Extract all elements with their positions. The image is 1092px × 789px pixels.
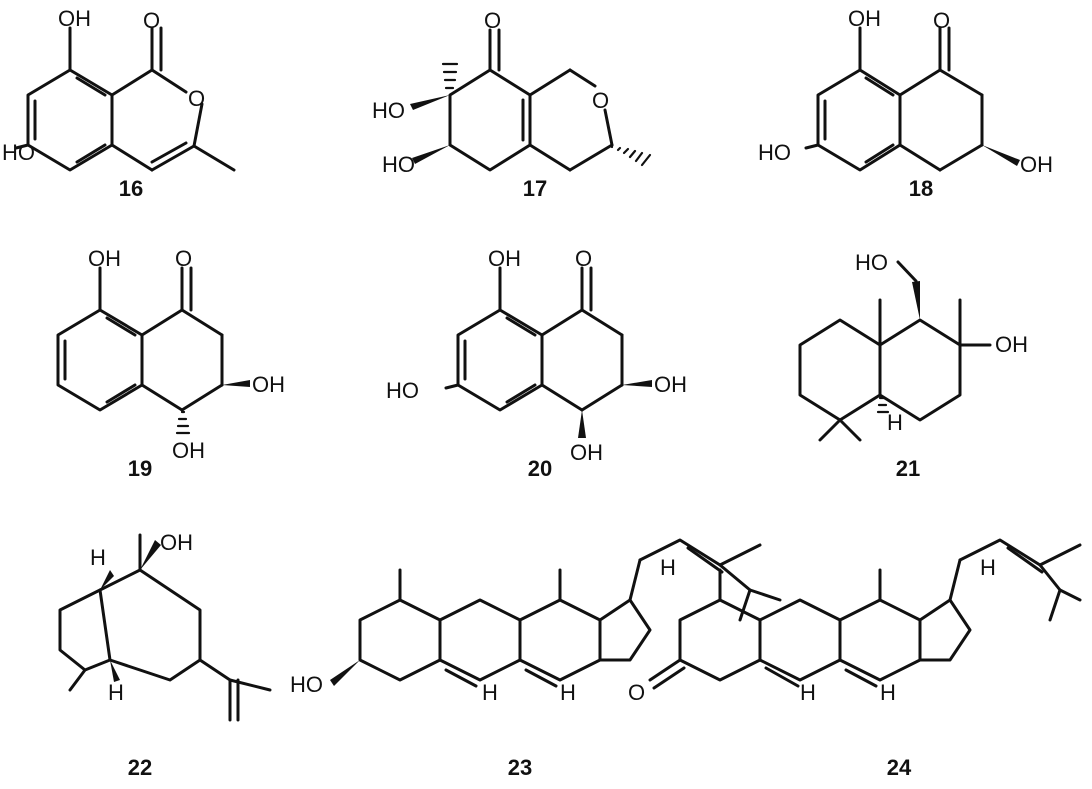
- hydroxyl-label: OH: [88, 246, 121, 271]
- oxygen-label: O: [933, 8, 950, 33]
- oxygen-label: O: [592, 88, 609, 113]
- structure-21: HO OH H 21: [798, 250, 1028, 481]
- hydroxyl-label: HO: [2, 140, 35, 165]
- compound-id-18: 18: [909, 176, 933, 201]
- hydroxyl-label: OH: [995, 332, 1028, 357]
- hydroxyl-label: OH: [172, 438, 205, 463]
- hydroxyl-label: OH: [160, 530, 193, 555]
- structure-22: OH H H 22: [58, 530, 272, 780]
- hydroxyl-label: HO: [372, 98, 405, 123]
- structure-23: HO H H H 23: [290, 538, 782, 780]
- structure-19: OH O OH OH 19: [56, 246, 285, 481]
- hydroxyl-label: OH: [252, 372, 285, 397]
- structure-16: OH O O HO 16: [2, 6, 236, 201]
- compound-id-20: 20: [528, 456, 552, 481]
- hydroxyl-label: HO: [290, 672, 323, 697]
- oxygen-label: O: [143, 8, 160, 33]
- hydrogen-label: H: [90, 545, 106, 570]
- hydrogen-label: H: [482, 680, 498, 705]
- structure-18: OH O HO OH 18: [758, 6, 1053, 201]
- hydroxyl-label: HO: [758, 140, 791, 165]
- hydroxyl-label: OH: [570, 440, 603, 465]
- compound-id-19: 19: [128, 456, 152, 481]
- compound-id-23: 23: [508, 755, 532, 780]
- structure-17: O O HO HO 17: [372, 8, 652, 201]
- hydrogen-label: H: [108, 680, 124, 705]
- hydroxyl-label: HO: [382, 152, 415, 177]
- hydroxyl-label: OH: [58, 6, 91, 31]
- structure-20: OH O HO OH OH 20: [386, 246, 687, 481]
- compound-id-16: 16: [119, 176, 143, 201]
- hydrogen-label: H: [880, 680, 896, 705]
- hydroxyl-label: OH: [654, 372, 687, 397]
- oxygen-label: O: [628, 680, 645, 705]
- structure-24: O H H H 24: [628, 538, 1082, 780]
- oxygen-label: O: [175, 246, 192, 271]
- compound-id-22: 22: [128, 755, 152, 780]
- oxygen-label: O: [484, 8, 501, 33]
- hydrogen-label: H: [887, 410, 903, 435]
- hydroxyl-label: OH: [848, 6, 881, 31]
- hydroxyl-label: OH: [1020, 152, 1053, 177]
- hydroxyl-label: OH: [488, 246, 521, 271]
- hydrogen-label: H: [800, 680, 816, 705]
- hydroxyl-label: HO: [386, 378, 419, 403]
- oxygen-label: O: [188, 86, 205, 111]
- compound-id-21: 21: [896, 456, 920, 481]
- oxygen-label: O: [575, 246, 592, 271]
- hydroxyl-label: HO: [855, 250, 888, 275]
- compound-id-17: 17: [523, 176, 547, 201]
- hydrogen-label: H: [560, 680, 576, 705]
- hydrogen-label: H: [660, 555, 676, 580]
- compound-id-24: 24: [887, 755, 912, 780]
- hydrogen-label: H: [980, 555, 996, 580]
